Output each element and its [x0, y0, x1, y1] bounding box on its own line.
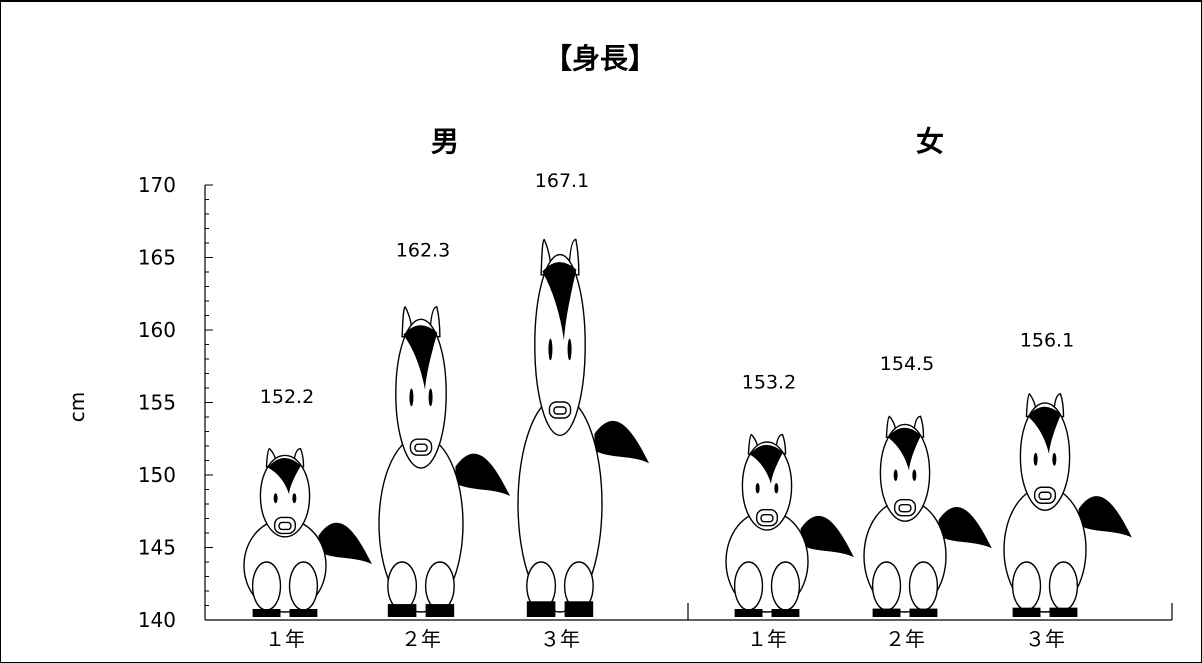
value-label: 154.5	[880, 353, 934, 375]
horse-nostril	[278, 521, 292, 531]
value-label: 156.1	[1020, 330, 1074, 352]
chart-title: 【身長】	[544, 42, 656, 75]
horse-leg	[288, 561, 319, 611]
category-label: １年	[265, 627, 305, 651]
y-axis-label: cm	[65, 392, 89, 422]
horse-eye	[1052, 452, 1057, 466]
horse-eye	[567, 338, 572, 361]
horse-head	[534, 253, 586, 437]
horse-mark	[725, 433, 854, 617]
horse-head	[879, 423, 931, 522]
horse-nostril	[414, 443, 428, 452]
y-tick-label: 155	[138, 391, 176, 415]
horse-hoof	[289, 609, 318, 617]
horse-eye	[1033, 452, 1038, 466]
horse-eye	[912, 469, 917, 482]
group-label-2: 女	[916, 125, 944, 158]
horse-hoof	[425, 604, 455, 617]
category-label: ３年	[1025, 627, 1065, 651]
horse-mark	[1003, 393, 1132, 617]
y-tick-label: 160	[138, 318, 176, 342]
horse-leg	[1011, 561, 1042, 611]
group-labels: 男女	[431, 125, 944, 158]
horse-tail	[938, 507, 992, 549]
horse-hoof	[564, 601, 594, 617]
horse-nostril	[760, 514, 774, 523]
horse-eye	[428, 388, 433, 407]
horse-head	[259, 454, 311, 538]
horse-head	[1019, 402, 1071, 511]
horse-nostril	[553, 406, 567, 415]
horse-mane	[403, 325, 438, 390]
value-label: 153.2	[742, 372, 796, 394]
horse-mark	[517, 238, 650, 617]
horse-tail	[800, 515, 854, 558]
horse-hoof	[252, 609, 281, 617]
horse-nostril	[1038, 491, 1052, 500]
category-label: ２年	[885, 627, 925, 651]
group-label-1: 男	[431, 125, 459, 158]
horse-eye	[755, 482, 760, 494]
horse-eye	[893, 469, 898, 482]
horse-leg	[1048, 561, 1079, 611]
horse-eye	[774, 482, 779, 494]
y-tick-label: 165	[138, 246, 176, 270]
horse-eye	[273, 493, 278, 504]
horse-leg	[871, 561, 902, 611]
horse-mane	[267, 458, 301, 495]
horse-hoof	[1012, 607, 1041, 617]
horse-hoof	[872, 608, 901, 617]
y-tick-label: 140	[138, 608, 176, 632]
horse-mane	[542, 262, 577, 341]
horse-mark	[863, 415, 992, 617]
horse-head	[395, 318, 447, 469]
horse-nostril	[898, 503, 912, 513]
horse-tail	[1078, 496, 1132, 538]
horse-mark	[378, 306, 511, 617]
horse-head	[741, 441, 793, 531]
horse-mane	[887, 427, 921, 471]
category-labels: １年 ２年 ３年 １年 ２年 ３年	[265, 627, 1065, 651]
y-tick-label: 170	[138, 173, 176, 197]
horse-tail	[455, 453, 511, 496]
horse-leg	[908, 561, 939, 611]
category-label: ３年	[540, 627, 580, 651]
horse-hoof	[526, 601, 556, 617]
horse-hoof	[771, 609, 800, 617]
y-tick-label: 150	[138, 463, 176, 487]
data-marks	[243, 238, 1132, 617]
horse-leg	[251, 561, 282, 611]
horse-tail	[318, 522, 372, 565]
horse-leg	[387, 561, 418, 611]
category-label: １年	[747, 627, 787, 651]
value-label: 162.3	[396, 240, 450, 262]
value-label: 152.2	[260, 386, 314, 408]
horse-leg	[733, 561, 764, 611]
horse-mane	[749, 444, 783, 484]
horse-mark	[243, 447, 372, 617]
horse-hoof	[387, 604, 417, 617]
horse-mane	[1027, 406, 1061, 454]
horse-eye	[548, 338, 553, 361]
y-axis-ticks: 140 145 150 155 160 165 170	[138, 173, 213, 632]
horse-hoof	[1049, 607, 1078, 617]
category-label: ２年	[401, 627, 441, 651]
horse-hoof	[909, 608, 938, 617]
horse-leg	[424, 561, 455, 611]
horse-tail	[594, 420, 650, 464]
horse-eye	[409, 388, 414, 407]
horse-hoof	[734, 609, 763, 617]
horse-leg	[770, 561, 801, 611]
y-tick-label: 145	[138, 536, 176, 560]
value-labels: 152.2 162.3 167.1 153.2 154.5 156.1	[260, 170, 1074, 408]
value-label: 167.1	[535, 170, 589, 192]
horse-eye	[292, 493, 297, 504]
